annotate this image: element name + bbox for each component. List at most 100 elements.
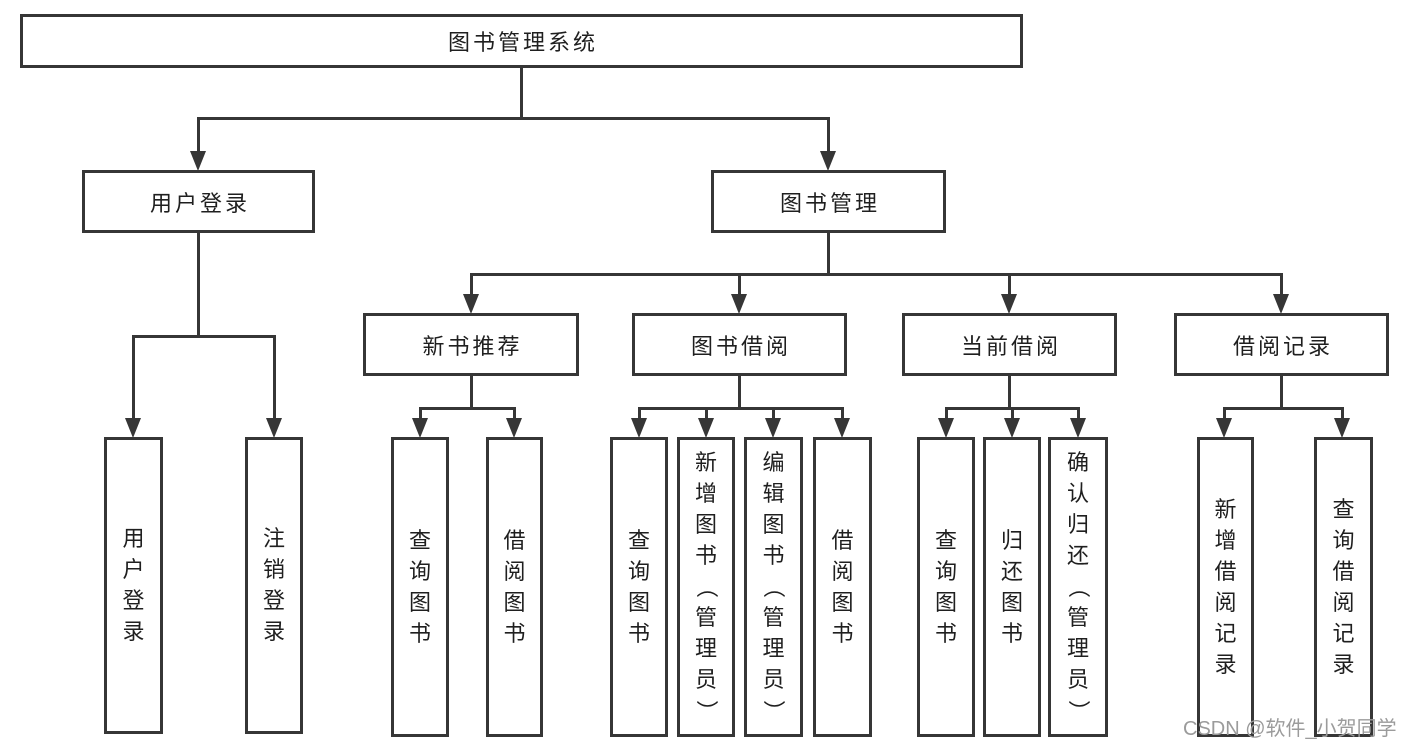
node-label-char: 询 [1332, 527, 1355, 553]
node-label-char: 归 [1066, 512, 1089, 537]
node-book-mgmt: 图书管理 [711, 170, 946, 233]
node-label-char: 图 [627, 589, 650, 615]
node-leaf-query-borrow-record: 查询借阅记录 [1314, 437, 1373, 737]
node-label-char: 用 [122, 526, 145, 551]
connector-rail [469, 273, 1283, 276]
node-label-char: ） [761, 699, 787, 723]
connector-stem [1007, 376, 1011, 410]
node-label-char: 增 [1214, 527, 1237, 553]
node-leaf-query-books-3: 查询图书 [917, 437, 975, 737]
node-label-char: 书 [831, 620, 854, 646]
node-label-char: 新 [1214, 496, 1237, 522]
connector-drop [418, 407, 422, 420]
node-label-char: 询 [934, 558, 957, 584]
node-label-book-mgmt: 图书管理 [779, 190, 880, 216]
node-label-char: 还 [1066, 543, 1089, 568]
node-label-char: 书 [1000, 620, 1023, 646]
connector-drop [737, 273, 741, 296]
node-leaf-logout: 注销登录 [245, 437, 303, 734]
node-label-char: 图 [694, 512, 717, 537]
node-label-char: 书 [694, 543, 717, 568]
node-label-leaf-return-books: 归还图书 [1000, 529, 1023, 646]
node-root: 图书管理系统 [20, 14, 1023, 68]
connector-drop [704, 407, 708, 420]
node-label-borrow-records: 借阅记录 [1232, 333, 1333, 359]
connector-drop [771, 407, 775, 420]
node-label-char: 书 [408, 620, 431, 646]
node-label-char: 员 [1066, 667, 1089, 692]
arrowhead-down-icon [631, 418, 647, 438]
node-label-char: 录 [262, 619, 285, 644]
arrowhead-down-icon [463, 294, 479, 314]
node-label-char: 书 [762, 543, 785, 568]
node-leaf-return-books: 归还图书 [983, 437, 1041, 737]
connector-drop [1076, 407, 1080, 420]
connector-stem [1279, 376, 1283, 410]
node-label-char: 查 [408, 527, 431, 553]
node-label-char: 借 [503, 527, 526, 553]
node-borrow-records: 借阅记录 [1174, 313, 1389, 376]
arrowhead-down-icon [1001, 294, 1017, 314]
node-label-leaf-query-books-1: 查询图书 [408, 527, 431, 646]
node-label-char: 理 [1066, 636, 1089, 661]
node-leaf-add-borrow-record: 新增借阅记录 [1197, 437, 1254, 737]
connector-drop [1340, 407, 1344, 420]
node-label-char: 阅 [503, 558, 526, 584]
node-label-current-borrow: 当前借阅 [960, 333, 1061, 359]
node-leaf-borrow-books-1: 借阅图书 [486, 437, 543, 737]
connector-drop [272, 335, 276, 420]
node-label-char: 注 [262, 526, 285, 551]
node-label-leaf-edit-books: 编辑图书（管理员） [761, 452, 787, 723]
node-label-char: 查 [934, 527, 957, 553]
node-label-char: 阅 [831, 558, 854, 584]
node-label-char: 阅 [1332, 589, 1355, 615]
node-label-char: 确 [1066, 450, 1089, 475]
node-label-char: 还 [1000, 558, 1023, 584]
arrowhead-down-icon [1216, 418, 1232, 438]
connector-rail [637, 407, 844, 410]
node-label-leaf-add-borrow-record: 新增借阅记录 [1214, 496, 1237, 677]
node-leaf-query-books-1: 查询图书 [391, 437, 449, 737]
arrowhead-down-icon [1334, 418, 1350, 438]
node-label-char: 图 [408, 589, 431, 615]
node-label-char: 员 [762, 667, 785, 692]
node-label-leaf-borrow-books-1: 借阅图书 [503, 527, 526, 645]
node-label-char: （ [761, 575, 787, 599]
node-label-char: 理 [694, 636, 717, 661]
node-label-root: 图书管理系统 [447, 30, 598, 55]
connector-drop [469, 273, 473, 296]
node-label-leaf-confirm-return: 确认归还（管理员） [1066, 450, 1091, 723]
node-leaf-query-books-2: 查询图书 [610, 437, 668, 737]
node-label-char: 图 [934, 589, 957, 615]
connector-stem [196, 233, 200, 338]
node-label-char: 图 [503, 589, 526, 615]
node-leaf-edit-books: 编辑图书（管理员） [744, 437, 803, 737]
arrowhead-down-icon [1004, 418, 1020, 438]
connector-drop [1007, 273, 1011, 296]
connector-drop [196, 117, 200, 153]
connector-drop [1010, 407, 1014, 420]
node-label-char: 户 [122, 557, 145, 582]
connector-stem [826, 233, 830, 276]
node-leaf-borrow-books-2: 借阅图书 [813, 437, 872, 737]
connector-drop [637, 407, 641, 420]
node-label-char: 录 [1332, 651, 1355, 677]
node-label-char: 录 [1214, 651, 1237, 677]
arrowhead-down-icon [938, 418, 954, 438]
node-label-leaf-user-login: 用户登录 [122, 528, 144, 643]
node-label-char: 询 [408, 558, 431, 584]
node-label-char: 员 [694, 667, 717, 692]
node-label-char: 借 [831, 527, 854, 553]
node-label-char: 查 [1332, 496, 1355, 522]
connector-stem [519, 68, 523, 120]
arrowhead-down-icon [125, 418, 141, 438]
node-label-char: 书 [627, 620, 650, 646]
connector-drop [512, 407, 516, 420]
node-label-char: 书 [934, 620, 957, 646]
node-current-borrow: 当前借阅 [902, 313, 1117, 376]
node-leaf-user-login: 用户登录 [104, 437, 163, 734]
arrowhead-down-icon [698, 418, 714, 438]
connector-rail [418, 407, 516, 410]
node-label-user-login-branch: 用户登录 [149, 190, 250, 216]
